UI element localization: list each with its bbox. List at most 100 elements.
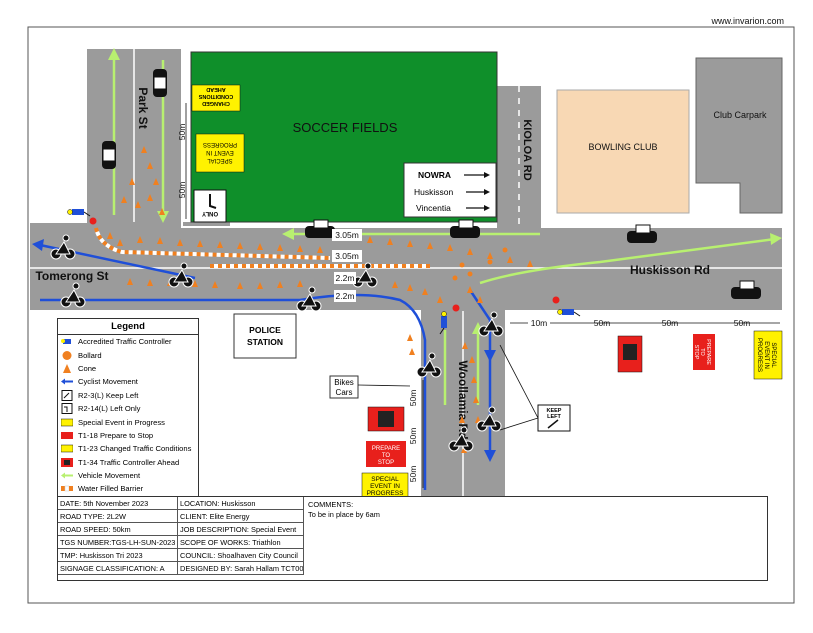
edge-line [30,49,87,223]
soccer-field-label: SOCCER FIELDS [293,120,398,135]
svg-text:EVENT IN: EVENT IN [206,149,234,155]
dim-box [332,229,362,241]
water-barriers [94,227,430,268]
cone-icon [217,241,223,248]
bikes-cars-callout: Bikes Cars [329,375,411,399]
info-signage: SIGNAGE CLASSIFICATION: A [58,562,178,575]
cone-icon [61,363,73,374]
info-council: COUNCIL: Shoalhaven City Council [178,549,304,562]
cone-icon [407,240,413,247]
info-client: CLIENT: Elite Energy [178,510,304,523]
legend-item-keep-left: R2-3(L) Keep Left [58,389,198,402]
left-only-icon [61,403,73,415]
bowling-club-label: BOWLING CLUB [588,142,657,152]
traffic-controller-icon [439,311,447,335]
info-tmp: TMP: Huskisson Tri 2023 [58,549,178,562]
car-icon [102,141,116,169]
cone-icon [277,244,283,251]
cone-icon [237,282,243,289]
cyclist-arrowhead [484,350,496,362]
svg-text:EVENT IN: EVENT IN [763,341,769,369]
legend-item-water-barrier: Water Filled Barrier [58,482,198,495]
cone-icon [127,278,133,285]
svg-text:SPECIAL: SPECIAL [770,342,776,368]
cone-icon [147,194,153,201]
cone-icon [467,286,473,293]
svg-text:STOP: STOP [378,460,394,466]
bollard-icon [467,271,473,277]
svg-text:Cars: Cars [336,388,353,397]
car-icon [153,69,167,97]
svg-text:CHANGED: CHANGED [202,100,230,106]
edge-line [505,310,782,498]
info-location: LOCATION: Huskisson [178,497,304,510]
cone-icon [297,280,303,287]
svg-text:KEEP: KEEP [547,408,562,414]
info-road-speed: ROAD SPEED: 50km [58,523,178,536]
bollard-icon [459,262,465,268]
cone-icon [157,237,163,244]
cyclist-icon [478,311,504,337]
water-barrier-line [94,227,331,260]
direction-board: NOWRA Huskisson Vincentia [403,162,497,218]
bowling-club [556,89,690,214]
cone-icon [427,242,433,249]
cyclist-icon [448,426,474,452]
cone-icon [107,232,113,239]
bollard-icon [61,350,73,361]
bollard-icon [502,247,508,253]
sign-prepare-to-stop: PREPARE TO STOP [693,334,715,370]
svg-text:ONLY: ONLY [202,210,218,216]
signs: CHANGED CONDITIONS AHEAD SPECIAL EVENT I… [191,84,783,498]
watermark: www.invarion.com [710,16,784,26]
cone-icon [477,296,483,303]
dim-22-a: 2.2m [336,273,355,283]
cone-icon [137,236,143,243]
cone-icon [212,281,218,288]
cone-icon [121,196,127,203]
svg-text:Bikes: Bikes [334,378,354,387]
water-barrier-line [94,227,331,260]
legend-item-left-only: R2-14(L) Left Only [58,402,198,415]
info-date: DATE: 5th November 2023 [58,497,178,510]
svg-text:PREPARE: PREPARE [705,339,711,365]
legend-title: Legend [58,319,198,335]
cyclist-icon [50,234,76,260]
svg-text:PROGRESS: PROGRESS [756,338,762,372]
cone-icon [297,245,303,252]
info-designed-by: DESIGNED BY: Sarah Hallam TCT0065734 [178,562,304,575]
park-st-label: Park St [136,87,150,128]
dim-husk-50m-a: 50m [594,318,611,328]
dim-wool-50m-c: 50m [408,466,418,483]
svg-text:SPECIAL: SPECIAL [371,476,399,483]
police-station [233,313,297,359]
traffic-controller-icon [61,336,73,347]
cone-icon [409,348,415,355]
water-barrier-icon [61,483,73,494]
cone-icon [507,256,513,263]
cone-icon [147,279,153,286]
edge-line [30,310,421,498]
svg-text:AHEAD: AHEAD [206,86,226,92]
svg-text:EVENT IN: EVENT IN [370,483,400,490]
legend-item-changed-conditions: T1-23 Changed Traffic Conditions [58,442,198,455]
stop-light-icon [89,217,97,225]
edge-line [541,86,782,228]
stop-light-icon [552,296,560,304]
cone-icon [527,260,533,267]
legend-item-traffic-controller: Accredited Traffic Controller [58,335,198,348]
sign-traffic-controller-ahead [617,335,643,373]
dim-park-50m-b: 50m [177,182,187,199]
svg-text:PROGRESS: PROGRESS [203,141,237,147]
cone-icon [387,238,393,245]
cone-icon [277,281,283,288]
cone-icon [462,342,468,349]
cone-icon [407,284,413,291]
cone-icon [177,239,183,246]
yellow-sign-icon [61,443,73,454]
cone-icon [141,146,147,153]
green-arrow-icon [61,470,73,481]
cone-icon [467,248,473,255]
